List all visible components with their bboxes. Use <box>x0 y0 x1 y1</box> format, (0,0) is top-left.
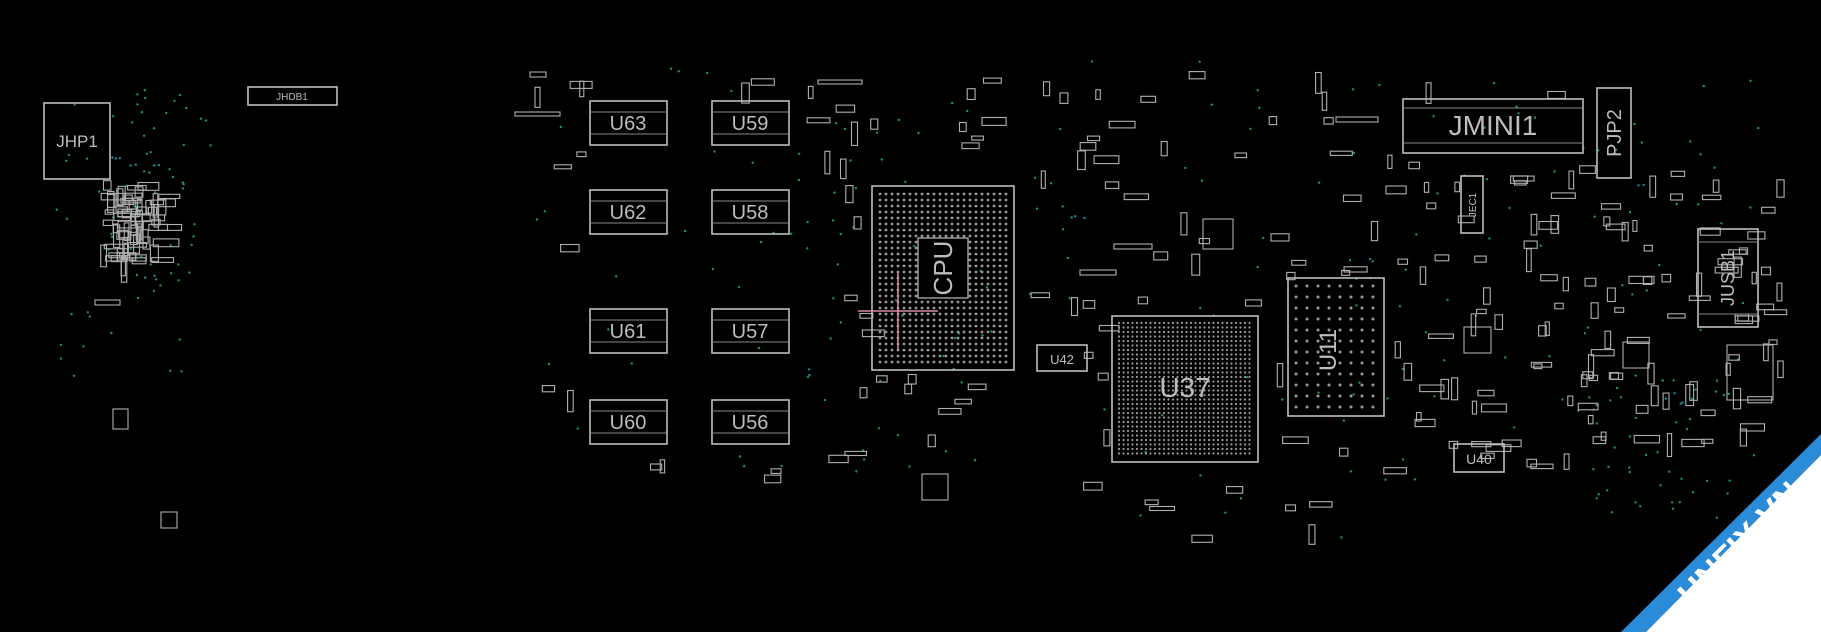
svg-text:CPU: CPU <box>928 241 958 296</box>
component-jusb1[interactable]: JUSB1 <box>1697 228 1759 328</box>
svg-text:U59: U59 <box>732 113 769 135</box>
component-pjp2[interactable]: PJP2 <box>1596 87 1632 179</box>
svg-text:JHDB1: JHDB1 <box>276 92 308 103</box>
svg-text:U63: U63 <box>610 113 647 135</box>
component-u11[interactable]: U11 <box>1287 277 1385 417</box>
component-jhdb1[interactable]: JHDB1 <box>247 86 338 106</box>
svg-text:PJP2: PJP2 <box>1604 109 1626 157</box>
svg-text:U60: U60 <box>610 412 647 434</box>
component-u58[interactable]: U58 <box>711 189 790 235</box>
watermark-ribbon: HNFIX.VN <box>1621 434 1821 632</box>
svg-text:JUSB1: JUSB1 <box>1718 250 1738 306</box>
component-u57[interactable]: U57 <box>711 308 790 354</box>
component-jhp1[interactable]: JHP1 <box>43 102 111 180</box>
component-u63[interactable]: U63 <box>589 100 668 146</box>
svg-text:JEC1: JEC1 <box>1468 192 1479 217</box>
small-ic-pad <box>112 408 129 430</box>
svg-text:U57: U57 <box>732 321 769 343</box>
component-u40[interactable]: U40 <box>1453 443 1505 473</box>
svg-text:U42: U42 <box>1050 352 1074 367</box>
small-ic-pad <box>1202 218 1234 250</box>
component-u42[interactable]: U42 <box>1036 344 1088 372</box>
svg-text:U62: U62 <box>610 202 647 224</box>
svg-text:U40: U40 <box>1466 451 1492 467</box>
svg-text:U61: U61 <box>610 321 647 343</box>
crosshair-cursor <box>858 273 938 350</box>
small-ic-pad <box>1463 326 1492 354</box>
component-u62[interactable]: U62 <box>589 189 668 235</box>
svg-text:JHP1: JHP1 <box>56 132 98 151</box>
component-jec1[interactable]: JEC1 <box>1460 175 1484 234</box>
component-u61[interactable]: U61 <box>589 308 668 354</box>
component-cpu[interactable]: CPU <box>858 185 1015 371</box>
component-jmini1[interactable]: JMINI1 <box>1402 98 1584 154</box>
svg-text:U56: U56 <box>732 412 769 434</box>
component-u60[interactable]: U60 <box>589 399 668 445</box>
svg-text:U37: U37 <box>1159 372 1210 403</box>
svg-text:U11: U11 <box>1315 329 1342 371</box>
small-ic-pad <box>160 511 178 529</box>
svg-text:JMINI1: JMINI1 <box>1449 110 1538 141</box>
small-ic-pad <box>921 473 949 501</box>
component-u37[interactable]: U37 <box>1111 315 1259 463</box>
svg-text:U58: U58 <box>732 202 769 224</box>
component-u59[interactable]: U59 <box>711 100 790 146</box>
component-u56[interactable]: U56 <box>711 399 790 445</box>
small-ic-pad <box>1622 341 1650 369</box>
small-ic-pad <box>1726 344 1774 401</box>
